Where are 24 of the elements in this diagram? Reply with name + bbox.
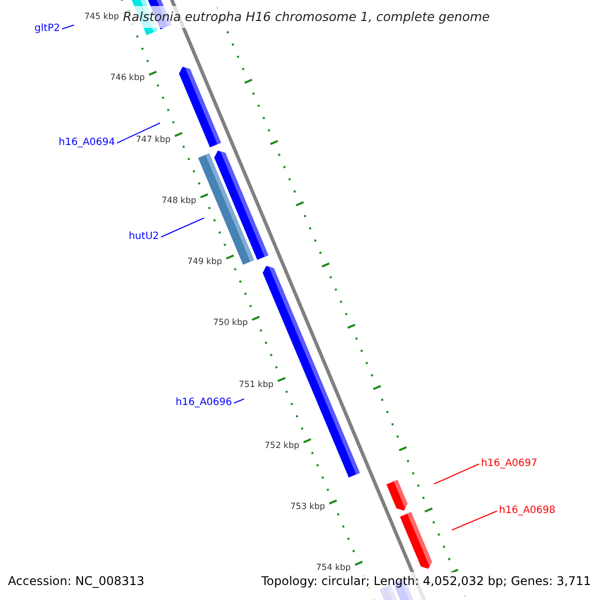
gene-label: h16_A0694: [58, 137, 115, 149]
tick-label: 745 kbp: [84, 13, 119, 22]
leader-line: [234, 398, 244, 404]
leader-line: [160, 218, 204, 238]
leader-line: [434, 464, 480, 484]
gene-label: hutU2: [128, 231, 159, 243]
gene-label: h16_A0698: [499, 505, 556, 517]
tick-label: 752 kbp: [264, 442, 300, 450]
tick-label: 750 kbp: [213, 319, 248, 328]
genome-info-text: Topology: circular; Length: 4,052,032 bp; Genes: 3,711: [261, 573, 591, 589]
gene-label: gltP2: [34, 23, 60, 35]
tick-label: 753 kbp: [290, 503, 326, 512]
tick-label: 749 kbp: [187, 258, 222, 266]
accession-text: Accession: NC_008313: [8, 573, 144, 589]
gene-label: h16_A0696: [176, 397, 232, 409]
gene-label: h16_A0697: [481, 458, 538, 470]
leader-line: [62, 24, 74, 30]
tick-label: 754 kbp: [316, 564, 351, 573]
tick-label: 748 kbp: [162, 196, 196, 206]
leader-line: [116, 122, 160, 144]
tick-label: 751 kbp: [238, 380, 274, 389]
tick-label: 747 kbp: [136, 136, 171, 144]
tick-label: 746 kbp: [110, 74, 145, 83]
leader-line: [452, 510, 498, 530]
